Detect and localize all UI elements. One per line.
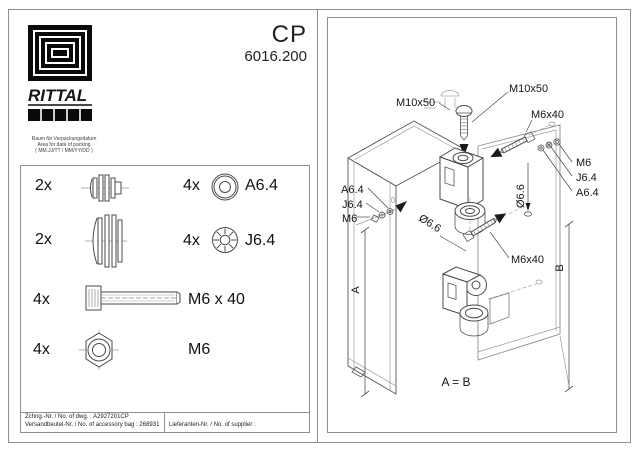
label-m10x50-left: M10x50 bbox=[396, 97, 435, 109]
logo-bar bbox=[28, 109, 92, 121]
packing-date-note: Raum für Verpackungsdatum Area for date … bbox=[19, 136, 109, 154]
assembly-drawing: M10x50 M10x50 M6x40 M6 J6.4 A6.4 A6.4 J6… bbox=[341, 83, 599, 398]
insert-arrow-down bbox=[459, 144, 469, 156]
dimension-a bbox=[360, 226, 370, 398]
label-right-washer: A6.4 bbox=[576, 187, 599, 199]
supplier-label: Lieferanten-Nr. / No. of supplier : bbox=[169, 422, 256, 428]
screw-m6x40-upper bbox=[490, 131, 536, 158]
rittal-logo: RITTAL bbox=[28, 25, 94, 123]
label-m6x40-middle: M6x40 bbox=[511, 254, 544, 266]
title-block-top-border bbox=[21, 412, 309, 413]
washer-label: A6.4 bbox=[245, 177, 278, 194]
upper-hinge-block bbox=[438, 147, 485, 210]
dia-leader-left bbox=[439, 235, 467, 252]
title-block-divider bbox=[164, 412, 165, 432]
drawing-number-value: A2927201CP bbox=[93, 414, 129, 420]
page-divider bbox=[317, 10, 318, 442]
drawing-number-label: Zchng.-Nr. / No. of dwg. : bbox=[25, 414, 92, 420]
label-hole-dia-left: Ø6.6 bbox=[416, 212, 443, 235]
dia-dim-right bbox=[525, 163, 531, 211]
right-fastener-stack bbox=[537, 138, 573, 192]
serrated-washer-label: J6.4 bbox=[245, 232, 276, 249]
qty-washer: 4x bbox=[183, 177, 200, 194]
socket-head-screw-icon bbox=[85, 285, 181, 311]
nut-label: M6 bbox=[188, 341, 211, 358]
m10x50-left-leader bbox=[438, 102, 451, 111]
instruction-sheet: RITTAL Raum für Verpackungsdatum Area fo… bbox=[8, 9, 631, 443]
accessory-bag-label: Versandbeutel-Nr. / No. of accessory bag… bbox=[25, 422, 138, 428]
label-right-nut: M6 bbox=[576, 157, 591, 169]
label-dim-a: A bbox=[350, 286, 362, 294]
label-left-serrated: J6.4 bbox=[342, 199, 363, 211]
m6x40-middle-leader bbox=[489, 231, 510, 259]
qty-screw: 4x bbox=[33, 291, 50, 308]
hole-axes bbox=[487, 124, 551, 300]
qty-serrated-washer: 4x bbox=[183, 232, 200, 249]
accessory-bag-value: 268931 bbox=[139, 422, 160, 428]
logo-square bbox=[28, 25, 92, 81]
screw-m10x50-vertical bbox=[455, 105, 473, 156]
logo-wordmark: RITTAL bbox=[28, 86, 87, 105]
m6x40-upper-leader bbox=[525, 119, 533, 133]
hex-nut-icon bbox=[79, 330, 119, 370]
model-number: 6016.200 bbox=[244, 48, 307, 65]
label-dim-b: B bbox=[554, 264, 566, 271]
sealing-plug-large-icon bbox=[85, 214, 127, 268]
label-m10x50-right: M10x50 bbox=[509, 83, 548, 95]
insert-arrow bbox=[494, 213, 507, 224]
door-hole-upper bbox=[548, 121, 556, 127]
parts-list: 2x 4x A6.4 2x 4x bbox=[20, 165, 310, 433]
screw-label: M6 x 40 bbox=[188, 291, 245, 308]
door-hole-lower bbox=[535, 279, 543, 285]
label-left-nut: M6 bbox=[342, 213, 357, 225]
qty-plug-large: 2x bbox=[35, 231, 52, 248]
qty-plug-small: 2x bbox=[35, 177, 52, 194]
m10x50-right-leader bbox=[471, 91, 509, 123]
label-m6x40-upper: M6x40 bbox=[531, 109, 564, 121]
door-hole-middle bbox=[524, 211, 532, 217]
label-left-washer: A6.4 bbox=[341, 184, 364, 196]
left-fastener-stack bbox=[355, 187, 407, 226]
upper-hinge-cylinder bbox=[454, 198, 486, 235]
assembly-diagram: M10x50 M10x50 M6x40 M6 J6.4 A6.4 A6.4 J6… bbox=[327, 17, 617, 433]
packing-note-de: Raum für Verpackungsdatum bbox=[31, 136, 97, 142]
levelling-foot-ghost bbox=[424, 90, 460, 109]
product-title: CP 6016.200 bbox=[180, 22, 307, 66]
lower-hinge-cylinder bbox=[459, 304, 489, 337]
supplier-row: Lieferanten-Nr. / No. of supplier : bbox=[169, 422, 256, 429]
sealing-plug-small-icon bbox=[81, 174, 129, 202]
dimension-b bbox=[559, 220, 574, 393]
screw-m6x40-middle bbox=[462, 213, 507, 242]
serrated-washer-icon bbox=[212, 227, 238, 253]
label-a-equals-b: A = B bbox=[441, 375, 470, 389]
qty-nut: 4x bbox=[33, 341, 50, 358]
packing-note-en: Area for date of packing bbox=[37, 142, 91, 148]
accessory-bag-row: Versandbeutel-Nr. / No. of accessory bag… bbox=[25, 422, 159, 429]
product-line: CP bbox=[271, 21, 307, 48]
label-right-serrated: J6.4 bbox=[576, 172, 597, 184]
lower-hinge-block bbox=[441, 266, 510, 325]
label-hole-dia-right: Ø6.6 bbox=[515, 184, 527, 208]
insert-arrow bbox=[395, 201, 407, 213]
drawing-number-row: Zchng.-Nr. / No. of dwg. : A2927201CP bbox=[25, 414, 129, 421]
packing-note-format: ( MM.JJ/TT / MM/YY/DD ) bbox=[35, 148, 93, 154]
rittal-logo-graphic: RITTAL bbox=[28, 25, 92, 121]
insert-arrow bbox=[490, 147, 503, 158]
door-outline bbox=[477, 124, 561, 361]
flat-washer-icon bbox=[211, 173, 239, 201]
